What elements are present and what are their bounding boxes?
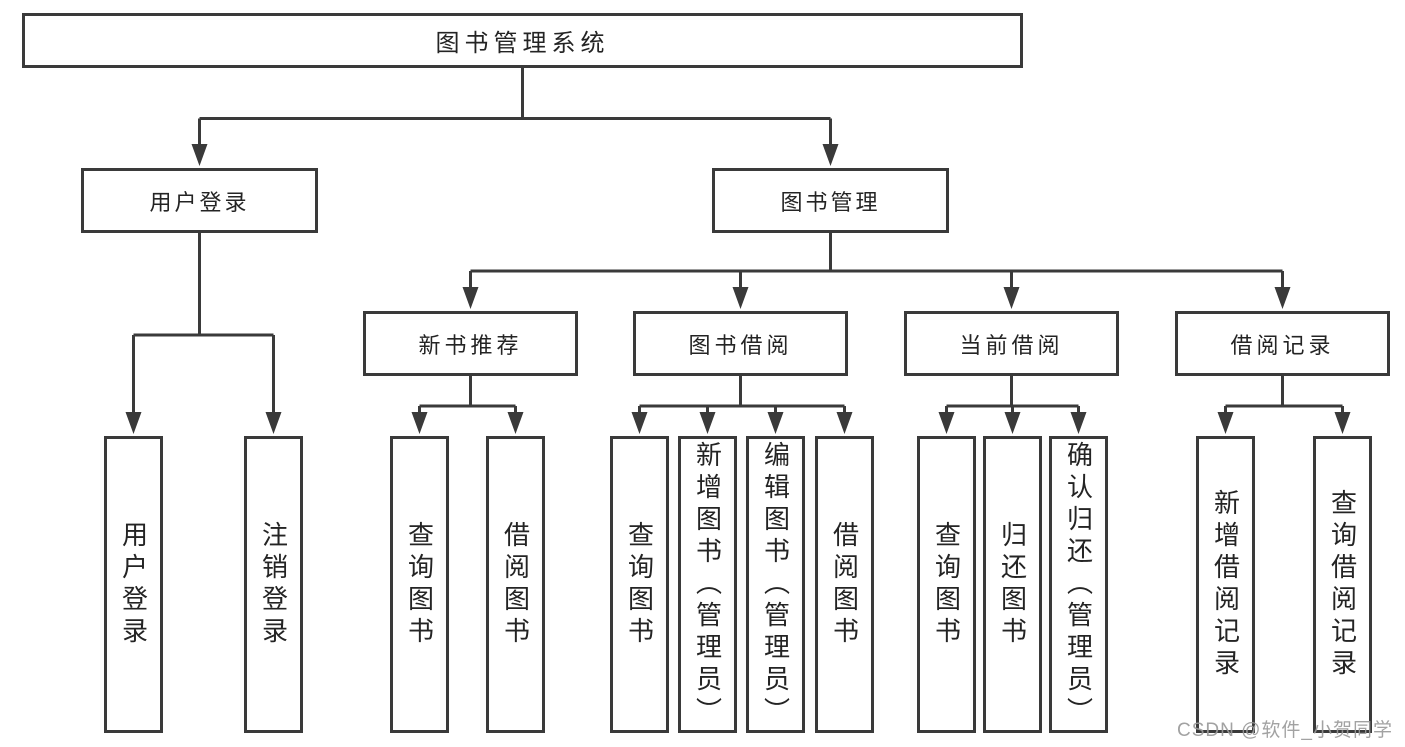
leaf-label-current-confirm-admin: 确认归还（管理员） bbox=[1063, 440, 1094, 729]
leaf-label-current-query: 查询图书 bbox=[931, 520, 962, 649]
node-label-user-login: 用户登录 bbox=[149, 189, 250, 215]
node-box-book-borrow: 图书借阅 bbox=[633, 311, 848, 376]
leaf-box-borrow-borrow: 借阅图书 bbox=[815, 436, 874, 733]
node-box-book-management: 图书管理 bbox=[712, 168, 949, 233]
leaf-box-current-query: 查询图书 bbox=[917, 436, 976, 733]
node-box-new-book-recommend: 新书推荐 bbox=[363, 311, 578, 376]
leaf-box-records-query: 查询借阅记录 bbox=[1313, 436, 1372, 733]
node-label-borrow-records: 借阅记录 bbox=[1230, 332, 1335, 358]
leaf-label-newbook-borrow: 借阅图书 bbox=[500, 520, 531, 649]
leaf-box-user-login: 用户登录 bbox=[104, 436, 163, 733]
node-label-current-borrow: 当前借阅 bbox=[959, 332, 1064, 358]
leaf-box-current-return: 归还图书 bbox=[983, 436, 1042, 733]
node-label-book-borrow: 图书借阅 bbox=[688, 332, 793, 358]
leaf-label-logout: 注销登录 bbox=[258, 520, 289, 649]
node-box-root: 图书管理系统 bbox=[22, 13, 1023, 68]
leaf-box-borrow-add-admin: 新增图书（管理员） bbox=[678, 436, 737, 733]
leaf-box-newbook-borrow: 借阅图书 bbox=[486, 436, 545, 733]
leaf-label-records-add: 新增借阅记录 bbox=[1210, 488, 1241, 681]
leaf-box-borrow-edit-admin: 编辑图书（管理员） bbox=[746, 436, 805, 733]
node-label-new-book-recommend: 新书推荐 bbox=[418, 332, 523, 358]
leaf-box-current-confirm-admin: 确认归还（管理员） bbox=[1049, 436, 1108, 733]
leaf-label-borrow-add-admin: 新增图书（管理员） bbox=[692, 440, 723, 729]
leaf-label-borrow-borrow: 借阅图书 bbox=[829, 520, 860, 649]
leaf-label-newbook-query: 查询图书 bbox=[404, 520, 435, 649]
leaf-box-logout: 注销登录 bbox=[244, 436, 303, 733]
leaf-label-current-return: 归还图书 bbox=[997, 520, 1028, 649]
node-label-root: 图书管理系统 bbox=[435, 30, 610, 57]
leaf-box-records-add: 新增借阅记录 bbox=[1196, 436, 1255, 733]
leaf-label-borrow-edit-admin: 编辑图书（管理员） bbox=[760, 440, 791, 729]
csdn-watermark: CSDN @软件_小贺同学 bbox=[1177, 720, 1393, 741]
leaf-box-borrow-query: 查询图书 bbox=[610, 436, 669, 733]
node-box-current-borrow: 当前借阅 bbox=[904, 311, 1119, 376]
node-label-book-management: 图书管理 bbox=[780, 189, 881, 215]
leaf-label-borrow-query: 查询图书 bbox=[624, 520, 655, 649]
node-box-user-login: 用户登录 bbox=[81, 168, 318, 233]
leaf-box-newbook-query: 查询图书 bbox=[390, 436, 449, 733]
leaf-label-records-query: 查询借阅记录 bbox=[1327, 488, 1358, 681]
leaf-label-user-login: 用户登录 bbox=[118, 520, 149, 649]
node-box-borrow-records: 借阅记录 bbox=[1175, 311, 1390, 376]
